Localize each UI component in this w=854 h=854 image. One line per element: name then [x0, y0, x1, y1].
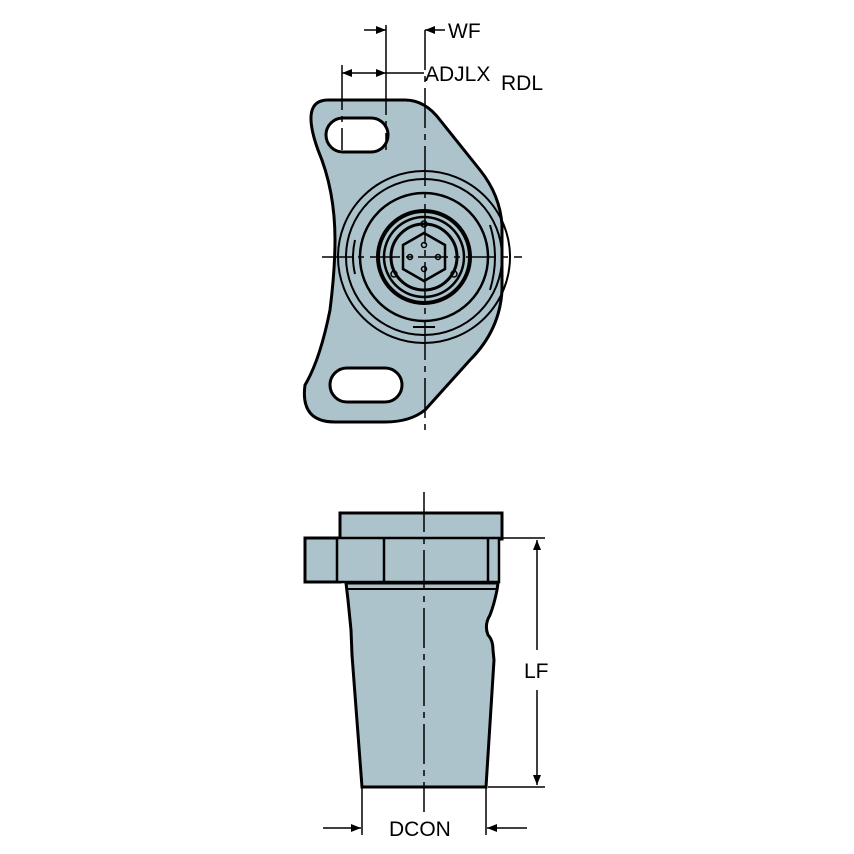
cap [338, 511, 504, 541]
dcon-dimension [323, 787, 527, 835]
dcon-label: DCON [389, 818, 451, 841]
shank [344, 581, 500, 789]
lower-slot [328, 366, 404, 404]
upper-slot [324, 116, 390, 154]
rdl-label: RDL [501, 72, 543, 95]
flange [335, 536, 501, 584]
lf-label: LF [524, 660, 549, 683]
side-tab [303, 536, 342, 584]
side-view: LF DCON [303, 492, 549, 841]
wf-label: WF [448, 20, 481, 43]
top-centerlines [322, 25, 522, 430]
adjlx-label: ADJLX [425, 63, 490, 86]
lf-dimension [488, 537, 545, 788]
top-view: WF ADJLX RDL [302, 20, 543, 430]
